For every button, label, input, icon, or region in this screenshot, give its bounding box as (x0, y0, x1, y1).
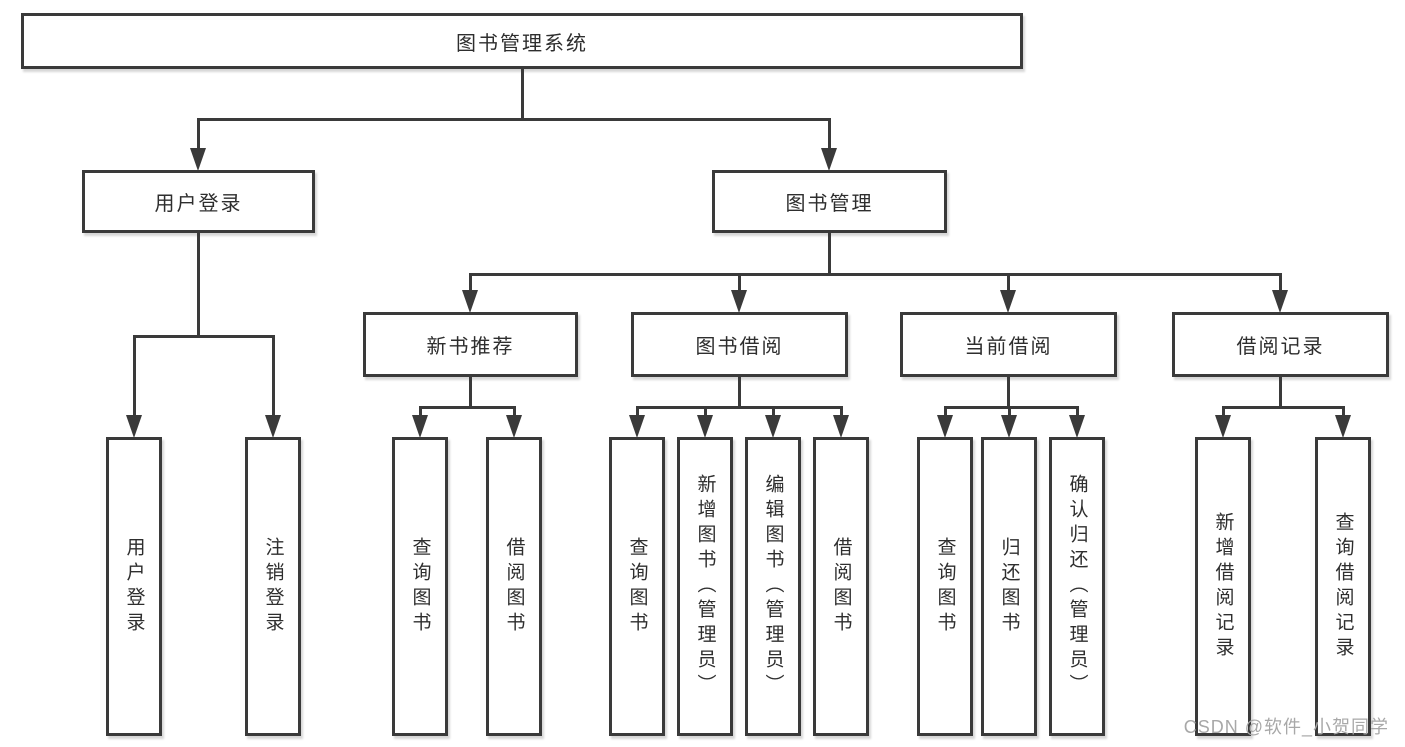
leaf-logout: 注销登录 (245, 437, 301, 736)
connector-line (469, 273, 472, 290)
connector-line (469, 377, 472, 406)
leaf-query-books-recommend: 查询图书 (392, 437, 448, 736)
connector-line (1342, 406, 1345, 415)
leaf-edit-book-admin: 编辑图书（管理员） (745, 437, 801, 736)
arrow-down-icon (1000, 290, 1016, 313)
connector-line (704, 406, 707, 415)
node-user-login: 用户登录 (82, 170, 315, 233)
connector-line (840, 406, 843, 415)
node-label: 借阅图书 (503, 536, 525, 637)
arrow-down-icon (1069, 415, 1085, 438)
leaf-query-borrow-record: 查询借阅记录 (1315, 437, 1371, 736)
connector-line (1222, 406, 1225, 415)
connector-line (133, 335, 275, 338)
connector-line (419, 406, 422, 415)
node-label: 图书借阅 (695, 336, 784, 358)
connector-line (197, 118, 831, 121)
node-label: 查询借阅记录 (1332, 511, 1354, 662)
node-new-book-recommendation: 新书推荐 (363, 312, 578, 377)
node-label: 查询图书 (626, 536, 648, 637)
node-label: 注销登录 (262, 536, 284, 637)
connector-line (521, 69, 524, 118)
node-label: 归还图书 (998, 536, 1020, 637)
connector-line (272, 335, 275, 415)
leaf-confirm-return-admin: 确认归还（管理员） (1049, 437, 1105, 736)
connector-line (1279, 273, 1282, 290)
connector-line (1076, 406, 1079, 415)
node-book-management: 图书管理 (712, 170, 947, 233)
node-label: 图书管理 (785, 193, 874, 215)
node-current-borrowing: 当前借阅 (900, 312, 1117, 377)
node-label: 查询图书 (934, 536, 956, 637)
leaf-return-book: 归还图书 (981, 437, 1037, 736)
leaf-user-login: 用户登录 (106, 437, 162, 736)
node-label: 编辑图书（管理员） (762, 474, 784, 699)
connector-line (944, 406, 947, 415)
node-label: 新增借阅记录 (1212, 511, 1234, 662)
arrow-down-icon (265, 415, 281, 438)
connector-line (828, 233, 831, 273)
connector-line (828, 118, 831, 148)
leaf-query-books-borrowing: 查询图书 (609, 437, 665, 736)
arrow-down-icon (937, 415, 953, 438)
arrow-down-icon (821, 148, 837, 171)
arrow-down-icon (412, 415, 428, 438)
arrow-down-icon (1215, 415, 1231, 438)
watermark: CSDN @软件_小贺同学 (1183, 717, 1389, 737)
node-borrowing-records: 借阅记录 (1172, 312, 1389, 377)
connector-line (419, 406, 516, 409)
node-label: 确认归还（管理员） (1066, 474, 1088, 699)
connector-line (513, 406, 516, 415)
arrow-down-icon (506, 415, 522, 438)
connector-line (738, 273, 741, 290)
connector-line (197, 233, 200, 335)
node-label: 图书管理系统 (456, 32, 588, 55)
node-label: 当前借阅 (964, 336, 1053, 358)
arrow-down-icon (190, 148, 206, 171)
connector-line (133, 335, 136, 415)
leaf-borrow-books-borrowing: 借阅图书 (813, 437, 869, 736)
leaf-add-book-admin: 新增图书（管理员） (677, 437, 733, 736)
node-label: 用户登录 (154, 193, 243, 215)
connector-line (772, 406, 775, 415)
arrow-down-icon (1272, 290, 1288, 313)
node-label: 借阅图书 (830, 536, 852, 637)
connector-line (1007, 377, 1010, 406)
connector-line (636, 406, 843, 409)
arrow-down-icon (765, 415, 781, 438)
leaf-borrow-books-recommend: 借阅图书 (486, 437, 542, 736)
node-label: 借阅记录 (1236, 336, 1325, 358)
connector-line (197, 118, 200, 148)
node-label: 新增图书（管理员） (694, 474, 716, 699)
arrow-down-icon (1001, 415, 1017, 438)
arrow-down-icon (629, 415, 645, 438)
connector-line (1007, 273, 1010, 290)
connector-line (469, 273, 1282, 276)
node-book-borrowing: 图书借阅 (631, 312, 848, 377)
connector-line (1222, 406, 1345, 409)
leaf-query-books-current: 查询图书 (917, 437, 973, 736)
connector-line (1279, 377, 1282, 406)
node-root: 图书管理系统 (21, 13, 1023, 69)
arrow-down-icon (462, 290, 478, 313)
arrow-down-icon (697, 415, 713, 438)
connector-line (636, 406, 639, 415)
arrow-down-icon (833, 415, 849, 438)
connector-line (738, 377, 741, 406)
node-label: 用户登录 (123, 536, 145, 637)
connector-line (1008, 406, 1011, 415)
node-label: 查询图书 (409, 536, 431, 637)
connector-line (944, 406, 1079, 409)
arrow-down-icon (126, 415, 142, 438)
arrow-down-icon (1335, 415, 1351, 438)
leaf-add-borrow-record: 新增借阅记录 (1195, 437, 1251, 736)
arrow-down-icon (731, 290, 747, 313)
node-label: 新书推荐 (426, 336, 515, 358)
